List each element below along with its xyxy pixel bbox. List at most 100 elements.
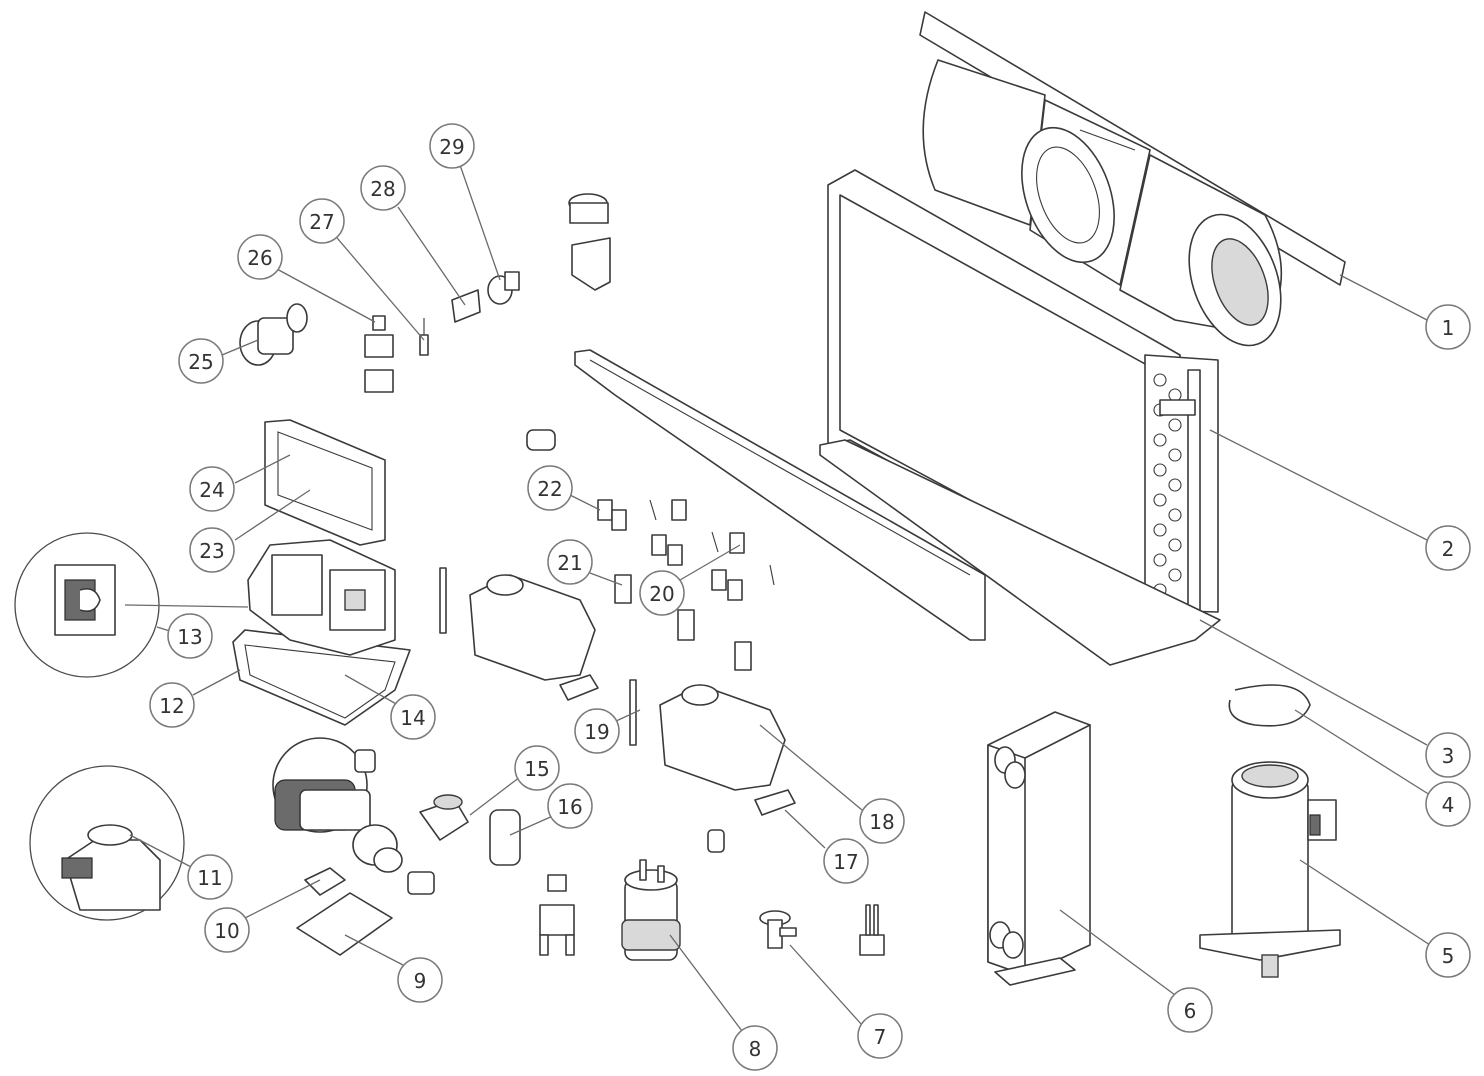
pipe-fittings [526, 429, 775, 853]
callout-26: 26 [237, 234, 283, 280]
sensor-brackets [364, 193, 611, 393]
callout-circle [732, 1025, 778, 1071]
callout-11: 11 [187, 854, 233, 900]
callout-circle [547, 783, 593, 829]
callout-circle [429, 123, 475, 169]
callout-18: 18 [859, 798, 905, 844]
detail-view-13 [14, 532, 160, 678]
callout-circle [149, 682, 195, 728]
callout-22: 22 [527, 465, 573, 511]
callout-20: 20 [639, 570, 685, 616]
callout-9: 9 [397, 957, 443, 1003]
callout-circle [574, 708, 620, 754]
control-box [232, 539, 411, 726]
power-connector [239, 303, 308, 366]
pump-base-plate [296, 892, 393, 956]
callout-label: 12 [159, 694, 184, 718]
callout-1: 1 [1425, 304, 1471, 350]
callout-circle [1425, 732, 1471, 778]
callout-circle [1425, 932, 1471, 978]
callout-label: 20 [649, 582, 674, 606]
callout-circle [1425, 304, 1471, 350]
expansion-valve [759, 904, 885, 956]
callout-5: 5 [1425, 932, 1471, 978]
callout-8: 8 [732, 1025, 778, 1071]
callout-circle [859, 798, 905, 844]
callout-circle [397, 957, 443, 1003]
callout-circle [189, 466, 235, 512]
callout-29: 29 [429, 123, 475, 169]
callout-label: 29 [439, 135, 464, 159]
callout-circle [823, 838, 869, 884]
callout-label: 24 [199, 478, 224, 502]
tank-upper [439, 567, 599, 701]
callout-label: 8 [749, 1037, 762, 1061]
callout-label: 18 [869, 810, 894, 834]
callout-6: 6 [1167, 987, 1213, 1033]
callout-label: 19 [584, 720, 609, 744]
callout-label: 5 [1442, 944, 1455, 968]
callout-label: 3 [1442, 744, 1455, 768]
callout-circle [1167, 987, 1213, 1033]
callout-label: 17 [833, 850, 858, 874]
compressor [1199, 761, 1341, 978]
callout-27: 27 [299, 198, 345, 244]
leader-lines [124, 164, 1431, 1036]
callout-label: 13 [177, 625, 202, 649]
callout-label: 9 [414, 969, 427, 993]
callout-15: 15 [514, 745, 560, 791]
circulation-pump [272, 737, 521, 896]
plate-heat-exchanger [987, 711, 1091, 986]
callout-label: 4 [1442, 793, 1455, 817]
callout-14: 14 [390, 694, 436, 740]
callout-28: 28 [360, 165, 406, 211]
callout-3: 3 [1425, 732, 1471, 778]
callout-circle [189, 527, 235, 573]
callout-12: 12 [149, 682, 195, 728]
callout-4: 4 [1425, 781, 1471, 827]
callout-circle [178, 338, 224, 384]
callout-7: 7 [857, 1013, 903, 1059]
liquid-receiver [539, 859, 681, 961]
callout-label: 11 [197, 866, 222, 890]
callout-label: 2 [1442, 537, 1455, 561]
callout-label: 15 [524, 757, 549, 781]
callout-label: 25 [188, 350, 213, 374]
detail-view-11 [29, 765, 185, 921]
callout-label: 22 [537, 477, 562, 501]
callout-circle [299, 198, 345, 244]
callout-circle [167, 613, 213, 659]
callout-circle [1425, 525, 1471, 571]
clamp-ring [1228, 684, 1311, 727]
blower-fan-assembly [919, 11, 1346, 347]
callout-circle [547, 539, 593, 585]
callout-circle [639, 570, 685, 616]
callout-label: 14 [400, 706, 425, 730]
callout-16: 16 [547, 783, 593, 829]
callout-24: 24 [189, 466, 235, 512]
callout-circle [390, 694, 436, 740]
callout-label: 10 [214, 919, 239, 943]
callout-circle [360, 165, 406, 211]
callout-circle [857, 1013, 903, 1059]
callout-label: 23 [199, 539, 224, 563]
callout-23: 23 [189, 527, 235, 573]
callout-circle [527, 465, 573, 511]
callout-label: 1 [1442, 316, 1455, 340]
callout-label: 16 [557, 795, 582, 819]
callout-19: 19 [574, 708, 620, 754]
callout-circle [514, 745, 560, 791]
callout-2: 2 [1425, 525, 1471, 571]
tank-lower [629, 679, 796, 816]
callout-10: 10 [204, 907, 250, 953]
callout-label: 28 [370, 177, 395, 201]
callout-layer: 1234567891011121314151617181920212223242… [149, 123, 1471, 1071]
callout-circle [187, 854, 233, 900]
callout-label: 26 [247, 246, 272, 270]
bracket-frame [264, 419, 386, 546]
callout-17: 17 [823, 838, 869, 884]
callout-label: 21 [557, 551, 582, 575]
callout-label: 27 [309, 210, 334, 234]
callout-circle [237, 234, 283, 280]
